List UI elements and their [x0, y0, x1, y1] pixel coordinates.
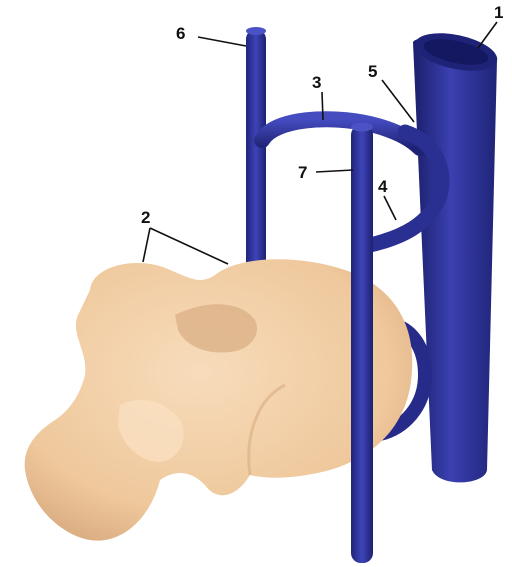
- leader-2a: [143, 228, 150, 262]
- label-4: 4: [378, 177, 388, 196]
- label-2: 2: [141, 208, 150, 227]
- leader-3: [322, 92, 323, 120]
- leader-6: [198, 37, 246, 46]
- large-vessel: [411, 27, 500, 483]
- leader-7: [316, 170, 353, 172]
- label-6: 6: [176, 24, 185, 43]
- leader-5: [382, 80, 414, 122]
- label-5: 5: [368, 62, 377, 81]
- upper-arch-vessel: [262, 119, 420, 148]
- label-3: 3: [312, 73, 321, 92]
- leader-4: [384, 196, 396, 220]
- vertical-vessel-front: [351, 123, 373, 564]
- label-1: 1: [494, 3, 503, 22]
- leader-2b: [150, 228, 228, 264]
- vertical-vessel-back: [246, 27, 266, 270]
- leader-1: [478, 22, 497, 48]
- label-7: 7: [298, 163, 307, 182]
